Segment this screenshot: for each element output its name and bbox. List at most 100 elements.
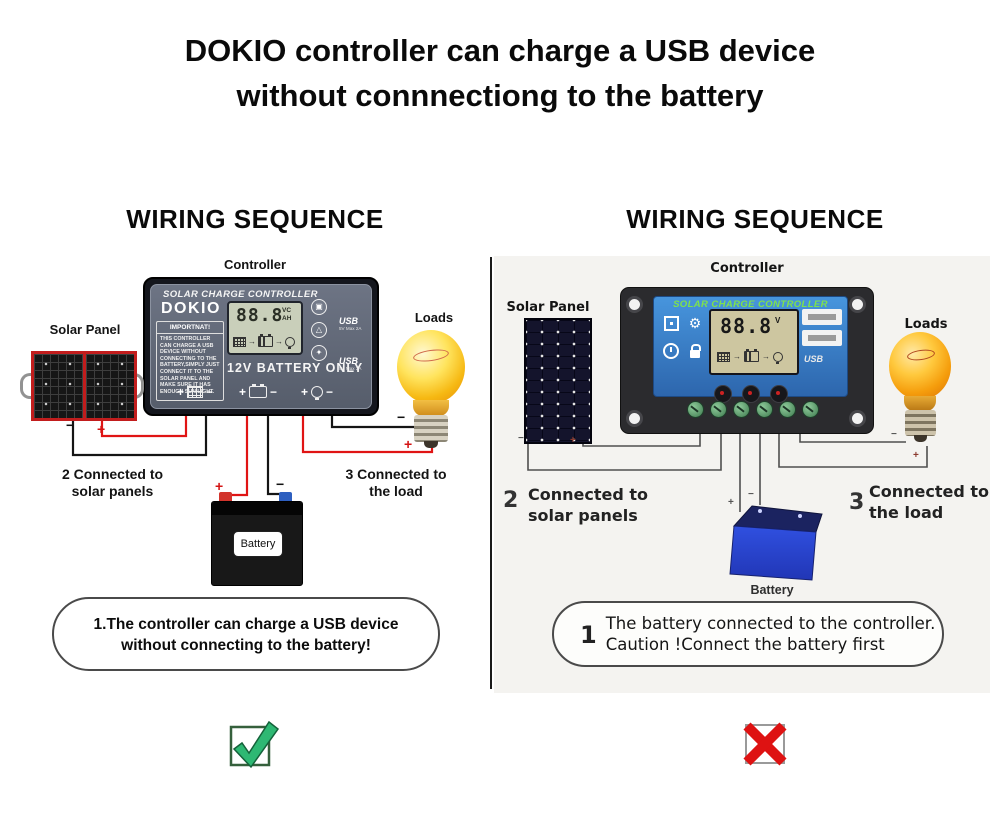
mounting-hole bbox=[849, 410, 866, 427]
lcd-flow-icons: → → bbox=[717, 349, 783, 364]
solar-panel-icon bbox=[233, 336, 246, 347]
usb-port-2[interactable] bbox=[802, 330, 842, 346]
plus-sign: + bbox=[239, 385, 247, 399]
usb-port-label-2: USB 5V Max 2A bbox=[339, 357, 361, 372]
right-step2-number: 2 bbox=[503, 488, 519, 513]
right-battery-minus-marker: − bbox=[748, 489, 754, 500]
battery-terminal: + − bbox=[239, 384, 278, 399]
right-panel-plus-marker: + bbox=[570, 435, 576, 446]
right-loads-label: Loads bbox=[904, 317, 948, 332]
bulb-glass bbox=[889, 332, 951, 400]
battery-minus-screw[interactable] bbox=[756, 401, 773, 418]
mounting-hole bbox=[626, 410, 643, 427]
bulb-icon bbox=[285, 336, 295, 349]
step2-line2: solar panels bbox=[71, 483, 154, 499]
left-note-box: 1.The controller can charge a USB device… bbox=[52, 597, 440, 671]
left-panel-minus-marker: − bbox=[66, 417, 75, 433]
battery-icon bbox=[258, 334, 273, 347]
bulb-contact-tip bbox=[914, 435, 927, 442]
section-divider bbox=[490, 257, 492, 689]
left-loads-label: Loads bbox=[414, 310, 454, 325]
load-minus-screw[interactable] bbox=[802, 401, 819, 418]
usb-port-label-1: USB 5V Max 2A bbox=[339, 317, 361, 332]
pv-minus-screw[interactable] bbox=[710, 401, 727, 418]
usb-label: USB bbox=[804, 354, 824, 364]
right-step2-line2: solar panels bbox=[528, 506, 638, 525]
light-button[interactable]: ✦ bbox=[311, 345, 327, 361]
left-battery-label: Battery bbox=[233, 531, 283, 557]
battery-plus-screw[interactable] bbox=[733, 401, 750, 418]
bulb-neck bbox=[904, 396, 936, 411]
left-note-line1: 1.The controller can charge a USB device bbox=[93, 616, 399, 633]
left-controller-faceplate: SOLAR CHARGE CONTROLLER DOKIO IMPORTNAT!… bbox=[150, 284, 372, 409]
arrow-icon: → bbox=[762, 351, 770, 361]
left-controller-device: SOLAR CHARGE CONTROLLER DOKIO IMPORTNAT!… bbox=[143, 277, 379, 416]
lcd-flow-icons: → → bbox=[233, 334, 295, 349]
left-solar-panel-label: Solar Panel bbox=[49, 322, 121, 337]
right-step3-line2: the load bbox=[869, 503, 944, 522]
left-battery: Battery bbox=[211, 501, 303, 586]
usb-text: USB bbox=[339, 316, 359, 326]
title-line-2: without connnectiong to the battery bbox=[236, 78, 764, 113]
battery-icon bbox=[744, 349, 759, 362]
step2-line1: 2 Connected to bbox=[61, 466, 164, 482]
left-load-plus-marker: + bbox=[404, 436, 413, 452]
right-battery-plus-marker: + bbox=[728, 497, 734, 508]
right-step2-line1: Connected to bbox=[528, 485, 649, 504]
step3-line2: the load bbox=[369, 483, 423, 499]
left-load-minus-marker: − bbox=[397, 409, 406, 425]
load-plus-screw[interactable] bbox=[779, 401, 796, 418]
timer-clock-icon bbox=[660, 341, 682, 361]
right-note-text: The battery connected to the controller.… bbox=[606, 613, 936, 655]
left-device-title: SOLAR CHARGE CONTROLLER bbox=[163, 289, 318, 300]
solar-panel-icon bbox=[187, 386, 204, 398]
warning-button[interactable]: △ bbox=[311, 322, 327, 338]
right-note-line1: The battery connected to the controller. bbox=[605, 614, 936, 633]
right-step3-line1: Connected to bbox=[869, 482, 990, 501]
right-note-line2: Caution !Connect the battery first bbox=[605, 635, 885, 654]
dokio-logo: DOKIO bbox=[161, 300, 221, 317]
right-load-minus-marker: − bbox=[891, 429, 897, 440]
plus-sign: + bbox=[301, 385, 309, 399]
usb-port-1[interactable] bbox=[802, 309, 842, 325]
right-controller-faceplate: SOLAR CHARGE CONTROLLER ⚙ 88.8 V → → USB bbox=[653, 296, 848, 403]
minus-sign: − bbox=[270, 385, 278, 399]
usb-text: USB bbox=[339, 356, 359, 366]
right-note-box: 1 The battery connected to the controlle… bbox=[552, 601, 944, 667]
left-battery-minus-marker: − bbox=[276, 476, 285, 492]
right-load-plus-marker: + bbox=[913, 450, 919, 461]
battery-positive-post bbox=[219, 492, 232, 503]
down-button[interactable] bbox=[770, 385, 788, 403]
panel-handle-right bbox=[132, 373, 144, 399]
pv-plus-screw[interactable] bbox=[687, 401, 704, 418]
left-lcd-value: 88.8 bbox=[236, 305, 284, 326]
left-load-bulb bbox=[397, 330, 465, 450]
panel-fold-left bbox=[34, 354, 83, 418]
battery-icon bbox=[249, 384, 268, 398]
mounting-hole bbox=[849, 296, 866, 313]
up-button[interactable] bbox=[742, 385, 760, 403]
right-solar-panel-label: Solar Panel bbox=[506, 300, 590, 315]
important-notice-title: IMPORTNAT! bbox=[157, 322, 223, 334]
right-lcd-display: 88.8 V → → bbox=[709, 309, 799, 375]
right-controller-device: SOLAR CHARGE CONTROLLER ⚙ 88.8 V → → USB bbox=[620, 287, 874, 434]
mode-button[interactable]: ▣ bbox=[311, 299, 327, 315]
bulb-glass bbox=[397, 330, 465, 404]
terminal-block bbox=[687, 401, 819, 418]
wrong-cross-icon bbox=[743, 722, 787, 766]
solar-panel-icon bbox=[717, 351, 730, 362]
right-controller-label: Controller bbox=[710, 261, 784, 276]
arrow-icon: → bbox=[275, 336, 283, 346]
lcd-unit-v: V bbox=[775, 316, 781, 325]
load-terminal: + − bbox=[301, 385, 333, 400]
usb-rating-text: 5V Max 2A bbox=[339, 366, 362, 371]
left-controller-label: Controller bbox=[223, 257, 287, 272]
arrow-icon: → bbox=[733, 351, 741, 361]
left-solar-panel bbox=[31, 351, 137, 421]
left-wiring-heading: WIRING SEQUENCE bbox=[126, 204, 384, 234]
right-note-number: 1 bbox=[580, 621, 597, 649]
battery-only-text: 12V BATTERY ONLY bbox=[227, 361, 364, 375]
pv-mode-icon bbox=[660, 313, 682, 333]
left-step3-label: 3 Connected to the load bbox=[330, 466, 462, 500]
